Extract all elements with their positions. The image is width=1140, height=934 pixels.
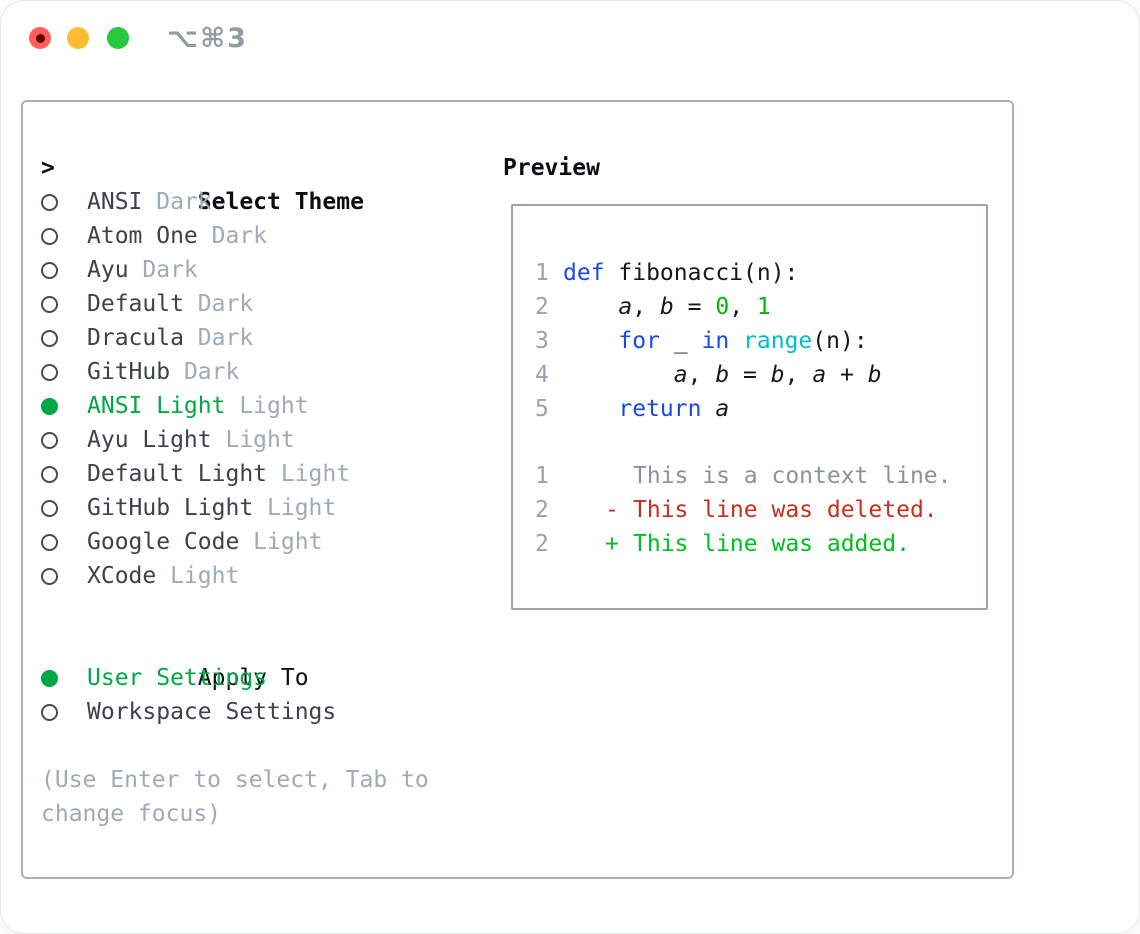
theme-option-ansi-dark[interactable]: ANSI Dark xyxy=(41,185,364,219)
code-line: 2 a, b = 0, 1 xyxy=(513,290,986,324)
theme-name: ANSI xyxy=(87,189,143,215)
line-number: 1 xyxy=(535,463,549,489)
titlebar: ⌥⌘3 xyxy=(1,1,1139,76)
apply-to-header: Apply To xyxy=(41,627,336,691)
radio-icon xyxy=(41,193,58,211)
theme-variant: Dark xyxy=(197,223,268,249)
code-line: 5 return a xyxy=(513,392,986,426)
theme-variant: Dark xyxy=(183,291,254,317)
radio-icon xyxy=(41,261,58,279)
theme-variant: Light xyxy=(225,393,309,419)
theme-variant: Light xyxy=(239,529,323,555)
theme-variant: Light xyxy=(211,427,295,453)
diff-marker-icon: + xyxy=(605,531,619,557)
theme-option-default-light-light[interactable]: Default Light Light xyxy=(41,457,364,491)
diff-line-deleted: 2 -This line was deleted. xyxy=(513,493,986,527)
radio-selected-icon xyxy=(41,397,58,415)
radio-icon xyxy=(41,329,58,347)
theme-name: Dracula xyxy=(87,325,184,351)
line-number: 2 xyxy=(535,531,549,557)
apply-option-label: User Settings xyxy=(87,665,268,691)
theme-option-dracula-dark[interactable]: Dracula Dark xyxy=(41,321,364,355)
radio-icon xyxy=(41,499,58,517)
radio-icon xyxy=(41,295,58,313)
help-text: (Use Enter to select, Tab to change focu… xyxy=(41,767,429,827)
theme-name: Default Light xyxy=(87,461,268,487)
theme-variant: Dark xyxy=(128,257,198,283)
radio-icon xyxy=(41,431,58,449)
theme-option-default-dark[interactable]: Default Dark xyxy=(41,287,364,321)
theme-name: Atom One xyxy=(87,223,198,249)
apply-option-workspace-settings[interactable]: Workspace Settings xyxy=(41,695,336,729)
diff-marker-icon: - xyxy=(605,497,619,523)
theme-variant: Light xyxy=(253,495,337,521)
line-number: 2 xyxy=(535,497,549,523)
radio-icon xyxy=(41,227,58,245)
theme-option-xcode-light[interactable]: XCode Light xyxy=(41,559,364,593)
theme-name: Ayu Light xyxy=(87,427,212,453)
theme-name: GitHub Light xyxy=(87,495,254,521)
diff-preview: 1 This is a context line. 2 -This line was … xyxy=(513,459,986,561)
theme-name: GitHub xyxy=(87,359,171,385)
theme-variant: Dark xyxy=(170,359,240,385)
line-number: 1 xyxy=(535,260,549,286)
radio-icon xyxy=(41,363,58,381)
diff-text: This is a context line. xyxy=(633,463,952,489)
close-dot-icon xyxy=(35,33,45,43)
minimize-button[interactable] xyxy=(67,27,89,49)
theme-option-ayu-dark[interactable]: Ayu Dark xyxy=(41,253,364,287)
close-button[interactable] xyxy=(29,27,51,49)
preview-title: Preview xyxy=(503,155,600,181)
diff-text: This line was added. xyxy=(633,531,910,557)
diff-text: This line was deleted. xyxy=(633,497,938,523)
theme-option-ayu-light-light[interactable]: Ayu Light Light xyxy=(41,423,364,457)
line-number: 2 xyxy=(535,294,549,320)
line-number: 5 xyxy=(535,396,549,422)
radio-icon xyxy=(41,703,58,721)
theme-option-atom-one-dark[interactable]: Atom One Dark xyxy=(41,219,364,253)
select-theme-header: > Select Theme xyxy=(41,151,364,215)
theme-variant: Dark xyxy=(142,189,212,215)
theme-option-github-dark[interactable]: GitHub Dark xyxy=(41,355,364,389)
theme-option-github-light-light[interactable]: GitHub Light Light xyxy=(41,491,364,525)
code-line: 3 for _ in range(n): xyxy=(513,324,986,358)
theme-variant: Light xyxy=(156,563,240,589)
theme-variant: Dark xyxy=(183,325,254,351)
theme-option-ansi-light-light[interactable]: ANSI Light Light xyxy=(41,389,364,423)
theme-name: Default xyxy=(87,291,184,317)
line-number: 4 xyxy=(535,362,549,388)
theme-option-google-code-light[interactable]: Google Code Light xyxy=(41,525,364,559)
apply-option-user-settings[interactable]: User Settings xyxy=(41,661,336,695)
code-line: 4 a, b = b, a + b xyxy=(513,358,986,392)
window-shortcut-label: ⌥⌘3 xyxy=(167,23,248,54)
zoom-button[interactable] xyxy=(107,27,129,49)
line-number: 3 xyxy=(535,328,549,354)
theme-variant: Light xyxy=(267,461,351,487)
theme-name: XCode xyxy=(87,563,157,589)
radio-selected-icon xyxy=(41,669,58,687)
prompt-icon: > xyxy=(41,155,55,181)
apply-option-label: Workspace Settings xyxy=(87,699,337,725)
apply-to-title: Apply To xyxy=(197,665,309,691)
theme-name: Ayu xyxy=(87,257,129,283)
diff-line-added: 2 + This line was added. xyxy=(513,527,986,561)
theme-name: ANSI Light xyxy=(87,393,226,419)
theme-list-title: Select Theme xyxy=(197,189,364,215)
radio-icon xyxy=(41,567,58,585)
theme-name: Google Code xyxy=(87,529,240,555)
diff-line-context: 1 This is a context line. xyxy=(513,459,986,493)
radio-icon xyxy=(41,533,58,551)
radio-icon xyxy=(41,465,58,483)
